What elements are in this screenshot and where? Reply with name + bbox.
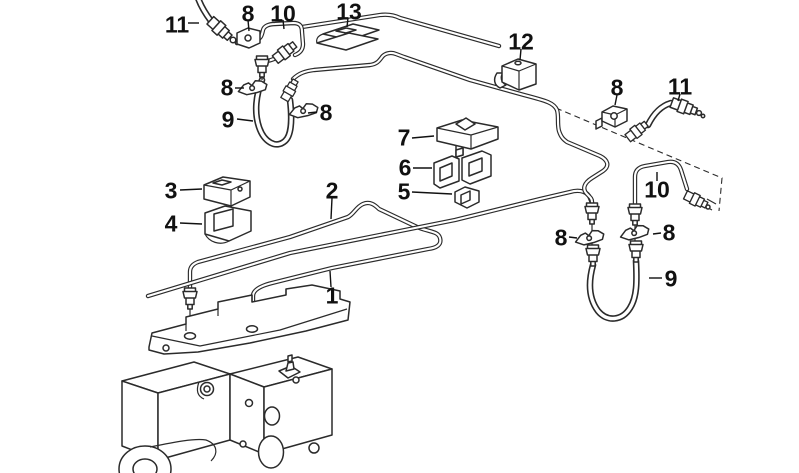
callout-label-17-part-1: 1 <box>326 282 339 308</box>
banjo-bolt-tip-right <box>695 109 703 117</box>
callout-leader-14-part-3 <box>179 188 203 191</box>
callout-label-21-part-9: 9 <box>665 265 678 291</box>
abs-port-2 <box>245 325 259 333</box>
callout-label-14-part-3: 3 <box>165 177 178 203</box>
pipe-10-right-core <box>633 160 689 207</box>
callout-leader-5-part-12 <box>519 48 522 61</box>
callout-label-15-part-4: 4 <box>165 210 178 236</box>
valve-block-front <box>229 373 265 455</box>
pipe-1-long-diagonal <box>145 188 595 299</box>
clip-6 <box>433 147 492 189</box>
callout-label-12-part-6: 6 <box>399 154 412 180</box>
callout-label-10-part-8: 8 <box>320 99 333 125</box>
callout-label-3-part-10: 10 <box>270 0 296 26</box>
valve-block-side <box>263 368 333 455</box>
callout-label-9-part-9: 9 <box>222 106 235 132</box>
callout-leader-20-part-8 <box>652 232 662 235</box>
fitting-hose-11-right-lower <box>623 118 651 144</box>
callout-label-7-part-11: 11 <box>668 73 693 99</box>
callout-leader-16-part-2 <box>330 197 333 220</box>
bleeder-screw <box>285 354 295 372</box>
brake-pipes <box>145 12 690 310</box>
banjo-bolt-tip-top-left <box>229 36 237 44</box>
flare-nut-hose-9-right-right <box>628 240 644 263</box>
clip-3 <box>203 176 251 207</box>
flare-nut-pipe-10-right <box>627 203 643 226</box>
callout-label-2-part-8: 8 <box>242 0 255 26</box>
end-tip-pipe-10-right <box>705 204 711 210</box>
callout-leader-17-part-1 <box>329 270 332 288</box>
pipe-top-run-with-s-bend-core <box>291 51 609 204</box>
hose-9-right-core <box>588 259 639 321</box>
abs-top-manifold <box>148 284 351 355</box>
callout-label-4-part-13: 13 <box>336 0 362 24</box>
abs-hydraulic-unit <box>118 284 351 473</box>
callout-leader-4-part-13 <box>346 17 349 28</box>
flare-nut-hose-9-left-top <box>254 55 270 78</box>
clip-4 <box>204 205 252 244</box>
hose-11-top-left-core <box>196 0 213 23</box>
pipe-1-long-diagonal-core <box>146 189 594 298</box>
callout-label-20-part-8: 8 <box>663 219 676 245</box>
callout-leader-3-part-10 <box>282 19 285 30</box>
flare-nut-abs-port-1 <box>182 287 198 310</box>
clip-5 <box>454 186 480 209</box>
callout-label-6-part-8: 8 <box>611 74 624 100</box>
callout-label-8-part-8: 8 <box>221 74 234 100</box>
callout-leader-2-part-8 <box>247 19 250 32</box>
callout-label-5-part-12: 12 <box>508 28 534 54</box>
callout-leader-11-part-7 <box>411 135 435 139</box>
flare-nut-hose-9-right-left <box>585 244 601 267</box>
callout-label-13-part-5: 5 <box>398 178 411 204</box>
clip-8-right-left <box>573 228 606 247</box>
union-fitting-pipe-10-left <box>270 38 300 66</box>
clip-8-top-right <box>595 105 628 130</box>
callout-label-1-part-11: 11 <box>165 11 190 37</box>
flare-nut-right-stub <box>584 202 600 225</box>
clips <box>203 23 651 247</box>
banjo-washer-right <box>700 113 706 119</box>
callout-leader-19-part-8 <box>568 236 578 239</box>
callout-leader-13-part-5 <box>411 191 453 195</box>
callouts: 11 8 10 13 12 8 11 8 9 8 7 65 3 4 2 1 10 8 8 9 <box>165 0 693 308</box>
fitting-hose-9-left-right <box>279 77 301 103</box>
callout-leader-7-part-11 <box>677 93 681 102</box>
abs-port-1 <box>183 332 197 340</box>
callout-label-11-part-7: 7 <box>398 124 411 150</box>
brake-hoses <box>195 0 675 322</box>
callout-leader-9-part-9 <box>236 118 254 122</box>
callout-label-16-part-2: 2 <box>326 177 339 203</box>
hose-9-left-core <box>254 78 293 146</box>
end-fitting-pipe-10-right <box>682 188 710 212</box>
callout-leader-6-part-8 <box>614 94 618 106</box>
clip-8-top-left <box>236 27 261 49</box>
clip-12 <box>493 58 537 91</box>
pipe-2-with-switchback-core <box>188 201 442 309</box>
pipe-upper-branch-core <box>300 13 501 48</box>
clip-13 <box>316 23 380 51</box>
callout-label-19-part-8: 8 <box>555 224 568 250</box>
valve-port-small <box>263 406 281 426</box>
callout-leader-15-part-4 <box>179 222 203 225</box>
valve-port-large <box>257 435 285 469</box>
callout-leader-10-part-8 <box>307 111 318 114</box>
clip-7 <box>436 117 499 158</box>
banjo-fitting-hose-11-right <box>668 95 700 119</box>
callout-label-18-part-10: 10 <box>644 176 670 202</box>
hose-11-right-core <box>646 101 673 127</box>
